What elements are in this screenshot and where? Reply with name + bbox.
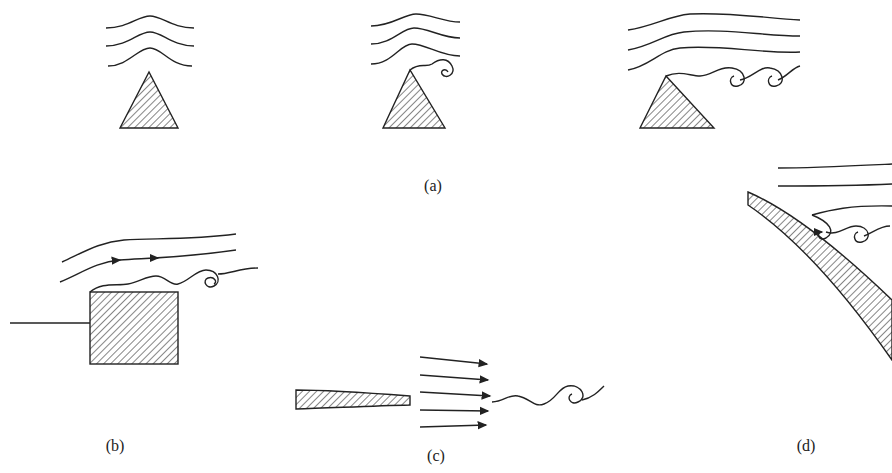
panel-label: (c) <box>427 447 445 465</box>
panel-label: (a) <box>424 177 442 195</box>
panel-label: (d) <box>797 437 816 455</box>
panel-label: (b) <box>106 437 125 455</box>
